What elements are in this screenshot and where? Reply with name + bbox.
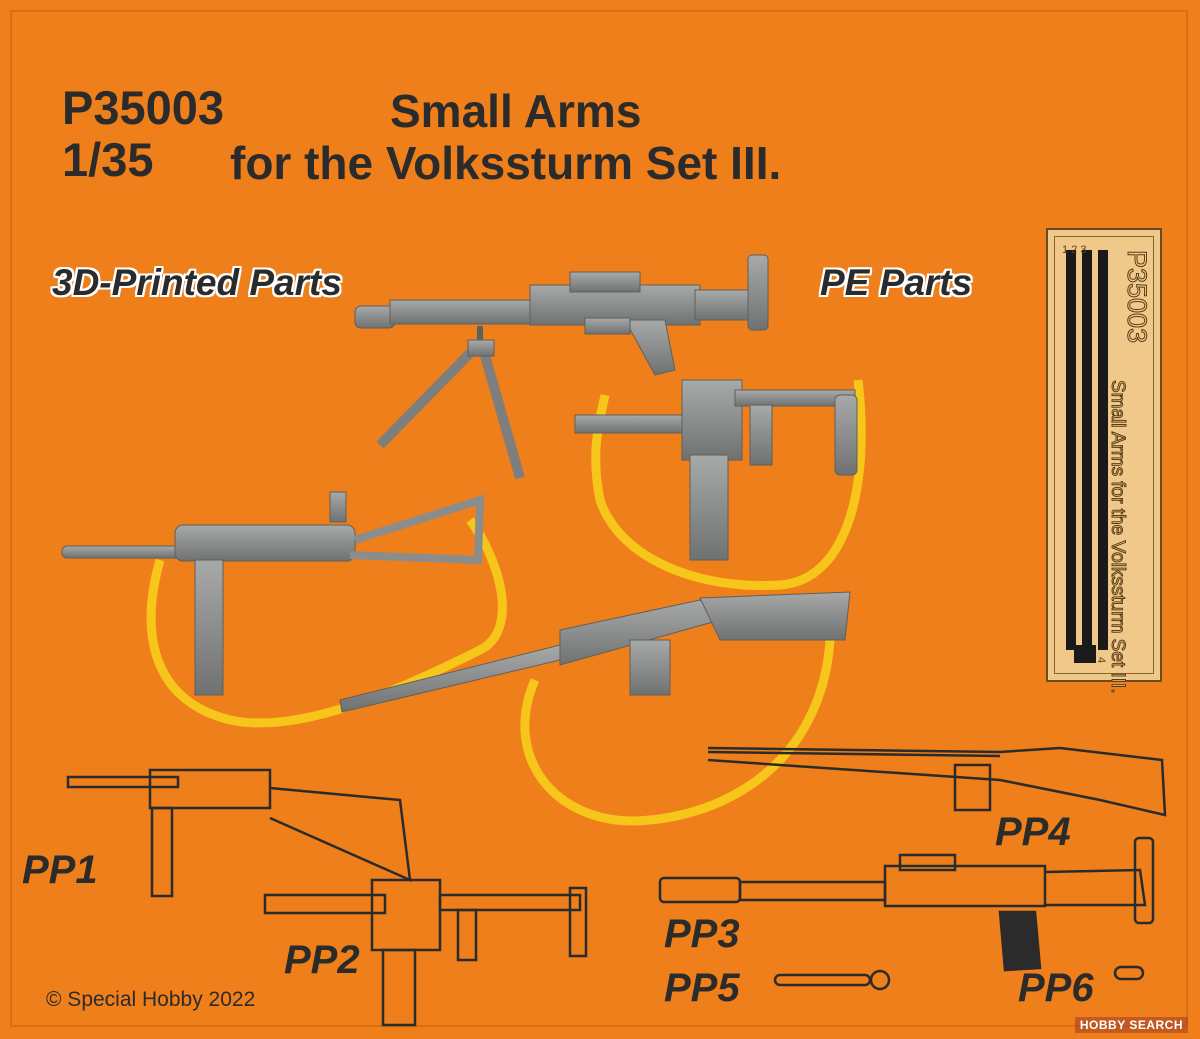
part-label-pp4: PP4 xyxy=(995,810,1071,854)
fret-border xyxy=(1054,236,1154,674)
drawing-pp3 xyxy=(658,836,1155,972)
drawing-pp1 xyxy=(66,768,412,898)
part-label-pp3: PP3 xyxy=(664,912,740,956)
product-title-line1: Small Arms xyxy=(390,85,642,137)
fret-code: P35003 xyxy=(1122,250,1153,344)
drawing-pp2 xyxy=(263,878,588,1027)
render-sten-gun xyxy=(61,491,507,728)
pe-fret: 1 2 3 4 P35003 Small Arms for the Volkss… xyxy=(1046,228,1162,694)
hobby-search-watermark: HOBBY SEARCH xyxy=(1074,1017,1188,1033)
drawing-pp6 xyxy=(1113,965,1145,981)
render-machine-gun xyxy=(354,254,769,480)
render-smg-right xyxy=(574,379,866,591)
fret-numbers: 1 2 3 xyxy=(1062,244,1087,256)
label-3d-printed-parts: 3D-Printed Parts xyxy=(52,262,342,303)
copyright-text: © Special Hobby 2022 xyxy=(46,988,256,1011)
render-rifle xyxy=(339,591,851,826)
product-title-line2: for the Volkssturm Set III. xyxy=(230,137,782,189)
label-pe-parts: PE Parts xyxy=(820,262,973,303)
drawing-pp5 xyxy=(773,969,891,991)
part-label-pp1: PP1 xyxy=(22,848,98,892)
fret-slings xyxy=(1066,250,1108,663)
fret-name: Small Arms for the Volkssturm Set III. xyxy=(1107,380,1129,695)
drawing-pp4 xyxy=(707,746,1167,817)
part-label-pp6: PP6 xyxy=(1018,966,1094,1010)
part-label-pp2: PP2 xyxy=(284,938,360,982)
product-code: P35003 xyxy=(62,81,225,134)
product-scale: 1/35 xyxy=(62,133,154,186)
part-label-pp5: PP5 xyxy=(664,966,740,1010)
